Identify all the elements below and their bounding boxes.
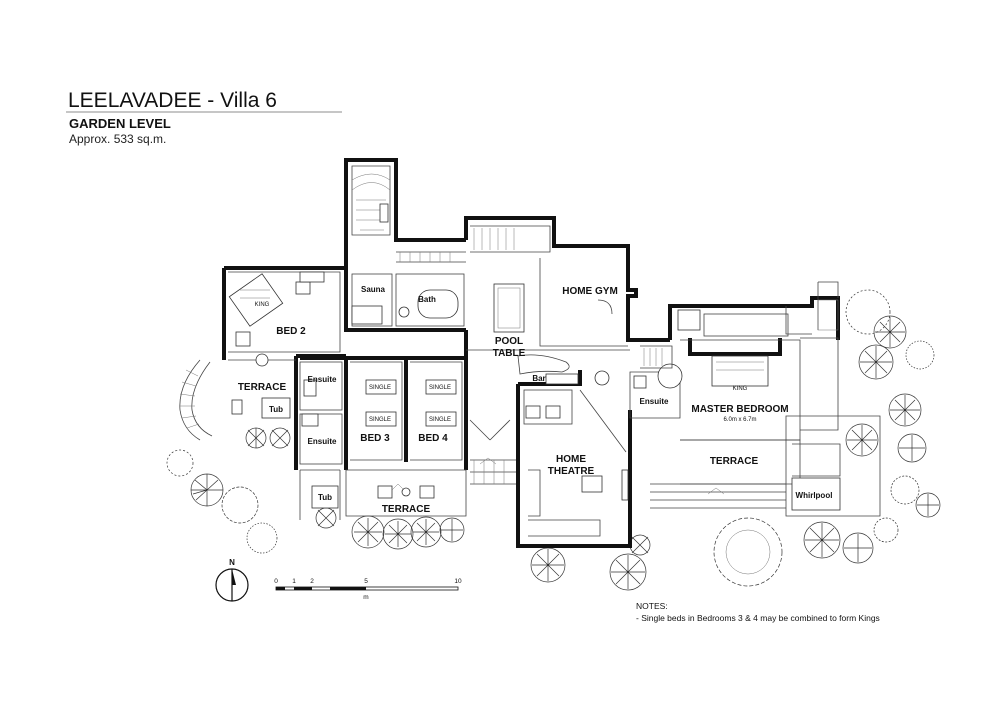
label-whirlpool: Whirlpool — [796, 491, 833, 500]
scale-tick-0: 0 — [274, 578, 278, 585]
label-single-1: SINGLE — [369, 385, 391, 391]
scale-tick-10: 10 — [454, 578, 462, 585]
label-tub-1: Tub — [269, 405, 283, 414]
label-ensuite-2: Ensuite — [308, 437, 337, 446]
compass-label: N — [229, 558, 235, 567]
label-single-3: SINGLE — [429, 385, 451, 391]
label-bath: Bath — [418, 295, 436, 304]
label-bed3: BED 3 — [360, 433, 390, 444]
shrub-bottom — [351, 515, 651, 591]
label-single-4: SINGLE — [429, 417, 451, 423]
landscaping — [166, 289, 941, 591]
plan-title: LEELAVADEE - Villa 6 — [68, 89, 277, 112]
label-bed2: BED 2 — [276, 326, 306, 337]
label-ensuite-1: Ensuite — [308, 375, 337, 384]
label-pool-table-2: TABLE — [493, 348, 526, 359]
north-compass: N — [215, 558, 249, 602]
scale-tick-1: 1 — [292, 578, 296, 585]
label-ensuite-master: Ensuite — [640, 397, 669, 406]
shrub-left-1 — [166, 427, 337, 554]
scale-tick-5: 5 — [364, 578, 368, 585]
area-label: Approx. 533 sq.m. — [69, 132, 166, 146]
label-terrace-left: TERRACE — [238, 382, 287, 393]
label-bed2-king: KING — [255, 302, 270, 308]
label-single-2: SINGLE — [369, 417, 391, 423]
label-terrace-bottom: TERRACE — [382, 504, 431, 515]
label-home-theatre-2: THEATRE — [548, 466, 595, 477]
label-master-king: KING — [733, 386, 748, 392]
label-bed4: BED 4 — [418, 433, 448, 444]
interior-lines — [228, 165, 881, 537]
notes-heading: NOTES: — [636, 601, 668, 611]
trees-right — [713, 289, 941, 587]
label-bar: Bar — [532, 374, 545, 383]
scale-bar: 0 1 2 5 10 m — [274, 578, 462, 601]
label-home-gym: HOME GYM — [562, 286, 618, 297]
label-sauna: Sauna — [361, 285, 386, 294]
room-labels: BED 2 KING TERRACE Ensuite Tub Ensuite T… — [238, 285, 833, 515]
label-pool-table-1: POOL — [495, 336, 523, 347]
label-master-bedroom: MASTER BEDROOM — [691, 404, 788, 415]
label-tub-2: Tub — [318, 493, 332, 502]
label-master-dims: 6.0m x 6.7m — [723, 417, 756, 423]
label-terrace-right: TERRACE — [710, 456, 759, 467]
notes-line-1: - Single beds in Bedrooms 3 & 4 may be c… — [636, 613, 880, 623]
label-home-theatre-1: HOME — [556, 454, 586, 465]
scale-tick-2: 2 — [310, 578, 314, 585]
level-label: GARDEN LEVEL — [69, 116, 171, 131]
scale-unit: m — [363, 594, 368, 601]
notes: NOTES: - Single beds in Bedrooms 3 & 4 m… — [636, 601, 880, 623]
